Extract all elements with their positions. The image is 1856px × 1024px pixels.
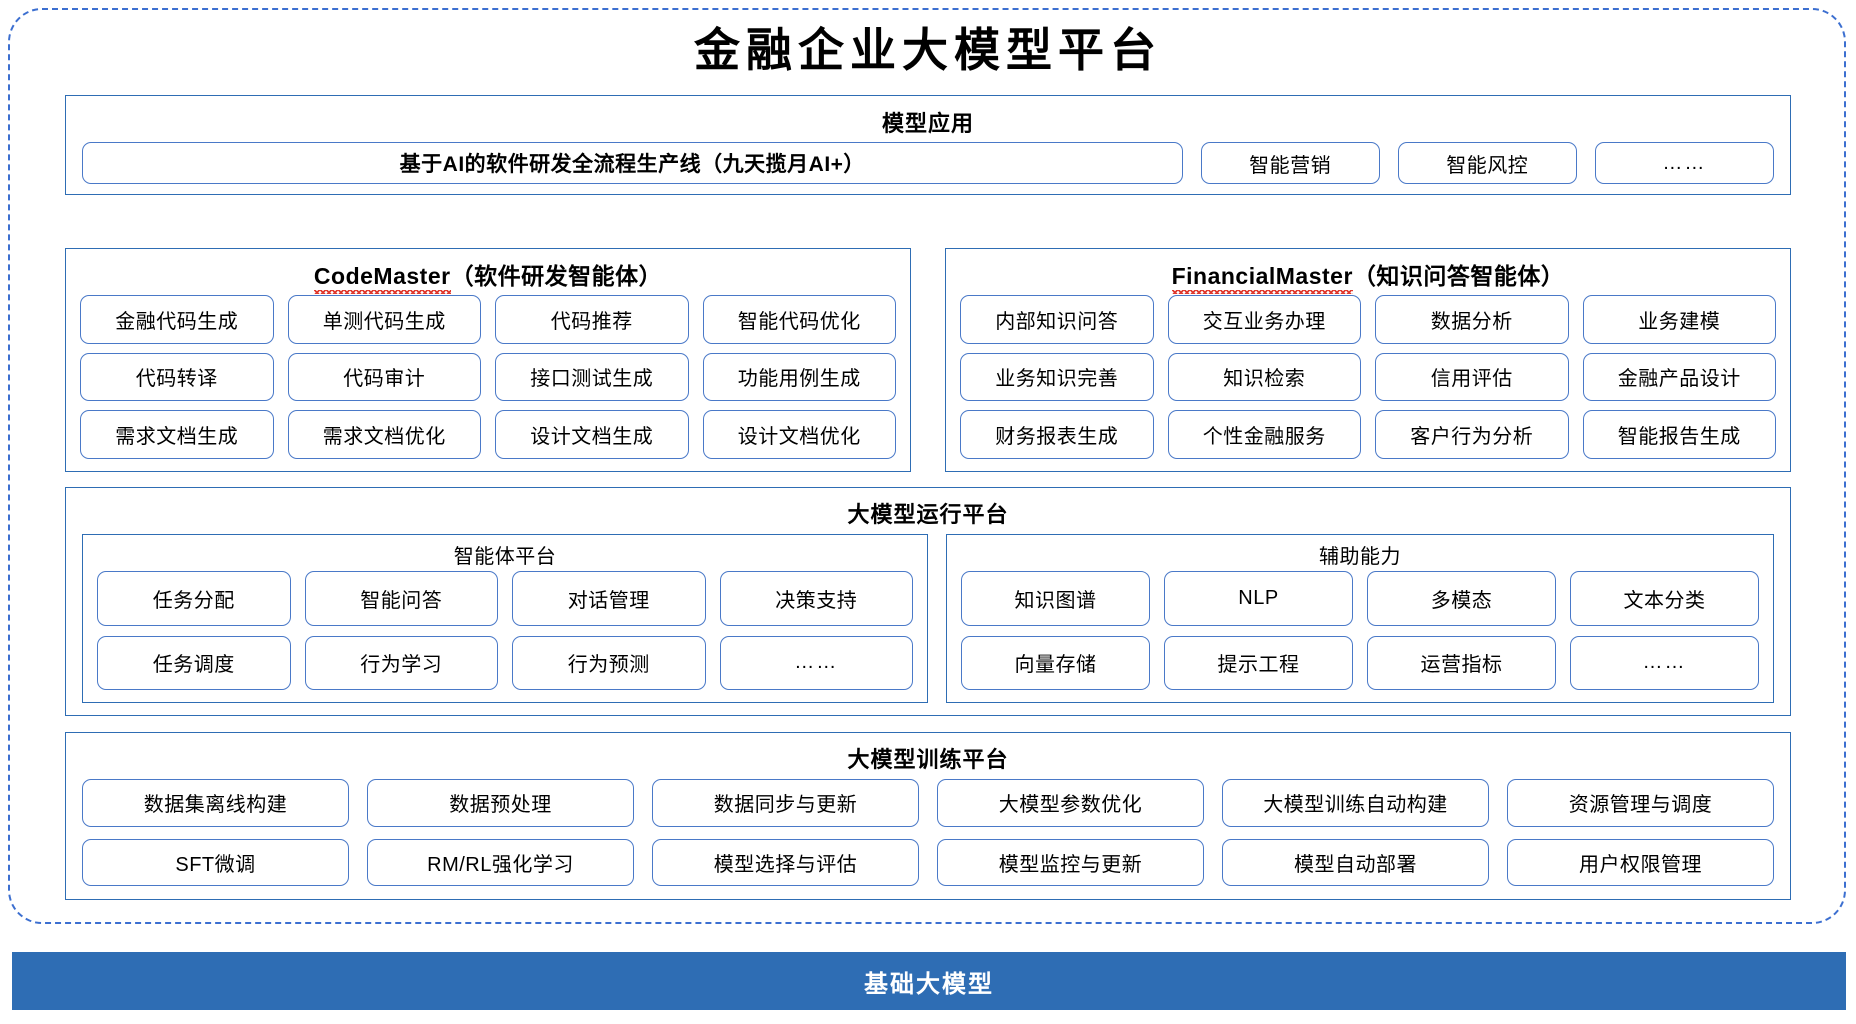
training-platform-chip-grid: 数据集离线构建 数据预处理 数据同步与更新 大模型参数优化 大模型训练自动构建 … bbox=[82, 779, 1774, 886]
model-application-chip-row: 基于AI的软件研发全流程生产线（九天揽月AI+） 智能营销 智能风控 …… bbox=[82, 142, 1774, 184]
chip-support-capability-4[interactable]: 向量存储 bbox=[961, 635, 1150, 690]
chip-smart-risk-control[interactable]: 智能风控 bbox=[1397, 142, 1577, 184]
chip-support-capability-0[interactable]: 知识图谱 bbox=[961, 571, 1150, 626]
chip-support-capability-more[interactable]: …… bbox=[1570, 635, 1759, 690]
chip-code-master-7[interactable]: 功能用例生成 bbox=[702, 352, 896, 402]
chip-code-master-8[interactable]: 需求文档生成 bbox=[80, 410, 274, 459]
chip-agent-platform-1[interactable]: 智能问答 bbox=[304, 571, 498, 626]
chip-code-master-4[interactable]: 代码转译 bbox=[80, 352, 274, 402]
chip-code-master-3[interactable]: 智能代码优化 bbox=[702, 295, 896, 344]
chip-training-platform-4[interactable]: 大模型训练自动构建 bbox=[1222, 779, 1489, 827]
chip-financial-master-5[interactable]: 知识检索 bbox=[1167, 352, 1361, 402]
chip-training-platform-0[interactable]: 数据集离线构建 bbox=[82, 779, 349, 827]
chip-ai-dev-pipeline[interactable]: 基于AI的软件研发全流程生产线（九天揽月AI+） bbox=[82, 142, 1183, 184]
chip-training-platform-5[interactable]: 资源管理与调度 bbox=[1507, 779, 1774, 827]
chip-financial-master-9[interactable]: 个性金融服务 bbox=[1167, 410, 1361, 459]
chip-agent-platform-6[interactable]: 行为预测 bbox=[512, 635, 706, 690]
chip-code-master-6[interactable]: 接口测试生成 bbox=[495, 352, 689, 402]
chip-agent-platform-0[interactable]: 任务分配 bbox=[97, 571, 291, 626]
section-model-application: 模型应用 基于AI的软件研发全流程生产线（九天揽月AI+） 智能营销 智能风控 … bbox=[65, 95, 1791, 195]
support-capability-chip-grid: 知识图谱 NLP 多模态 文本分类 向量存储 提示工程 运营指标 …… bbox=[961, 571, 1759, 690]
chip-code-master-1[interactable]: 单测代码生成 bbox=[287, 295, 481, 344]
chip-financial-master-8[interactable]: 财务报表生成 bbox=[960, 410, 1154, 459]
subsection-title-agent-platform: 智能体平台 bbox=[453, 546, 557, 568]
chip-training-platform-2[interactable]: 数据同步与更新 bbox=[652, 779, 919, 827]
chip-training-platform-11[interactable]: 用户权限管理 bbox=[1507, 838, 1774, 886]
chip-agent-platform-more[interactable]: …… bbox=[719, 635, 913, 690]
chip-agent-platform-3[interactable]: 决策支持 bbox=[719, 571, 913, 626]
subsection-agent-platform: 智能体平台 任务分配 智能问答 对话管理 决策支持 任务调度 行为学习 行为预测… bbox=[82, 534, 928, 703]
section-title-code-master: CodeMaster（软件研发智能体） bbox=[66, 257, 910, 294]
chip-training-platform-3[interactable]: 大模型参数优化 bbox=[937, 779, 1204, 827]
chip-financial-master-4[interactable]: 业务知识完善 bbox=[960, 352, 1154, 402]
chip-support-capability-1[interactable]: NLP bbox=[1164, 571, 1353, 626]
subsection-support-capability: 辅助能力 知识图谱 NLP 多模态 文本分类 向量存储 提示工程 运营指标 …… bbox=[946, 534, 1774, 703]
chip-training-platform-7[interactable]: RM/RL强化学习 bbox=[367, 838, 634, 886]
outer-dashed-frame bbox=[8, 8, 1846, 924]
chip-code-master-0[interactable]: 金融代码生成 bbox=[80, 295, 274, 344]
code-master-suffix: （软件研发智能体） bbox=[450, 263, 663, 289]
chip-training-platform-6[interactable]: SFT微调 bbox=[82, 838, 349, 886]
chip-model-application-more[interactable]: …… bbox=[1594, 142, 1774, 184]
chip-training-platform-9[interactable]: 模型监控与更新 bbox=[937, 838, 1204, 886]
chip-financial-master-1[interactable]: 交互业务办理 bbox=[1167, 295, 1361, 344]
chip-support-capability-2[interactable]: 多模态 bbox=[1367, 571, 1556, 626]
chip-code-master-2[interactable]: 代码推荐 bbox=[495, 295, 689, 344]
subsection-title-support-capability: 辅助能力 bbox=[1319, 546, 1401, 568]
financial-master-suffix: （知识问答智能体） bbox=[1352, 263, 1565, 289]
chip-smart-marketing[interactable]: 智能营销 bbox=[1200, 142, 1380, 184]
chip-training-platform-10[interactable]: 模型自动部署 bbox=[1222, 838, 1489, 886]
chip-financial-master-7[interactable]: 金融产品设计 bbox=[1582, 352, 1776, 402]
chip-agent-platform-2[interactable]: 对话管理 bbox=[512, 571, 706, 626]
footer-base-model-label: 基础大模型 bbox=[864, 970, 994, 998]
section-title-runtime-platform: 大模型运行平台 bbox=[847, 502, 1009, 527]
section-runtime-platform: 大模型运行平台 智能体平台 任务分配 智能问答 对话管理 决策支持 任务调度 行… bbox=[65, 487, 1791, 716]
page-title: 金融企业大模型平台 bbox=[694, 25, 1162, 76]
chip-financial-master-6[interactable]: 信用评估 bbox=[1375, 352, 1569, 402]
section-training-platform: 大模型训练平台 数据集离线构建 数据预处理 数据同步与更新 大模型参数优化 大模… bbox=[65, 732, 1791, 900]
chip-code-master-11[interactable]: 设计文档优化 bbox=[702, 410, 896, 459]
chip-support-capability-6[interactable]: 运营指标 bbox=[1367, 635, 1556, 690]
agent-platform-chip-grid: 任务分配 智能问答 对话管理 决策支持 任务调度 行为学习 行为预测 …… bbox=[97, 571, 913, 690]
chip-code-master-5[interactable]: 代码审计 bbox=[287, 352, 481, 402]
chip-training-platform-8[interactable]: 模型选择与评估 bbox=[652, 838, 919, 886]
chip-agent-platform-4[interactable]: 任务调度 bbox=[97, 635, 291, 690]
chip-financial-master-10[interactable]: 客户行为分析 bbox=[1375, 410, 1569, 459]
code-master-chip-grid: 金融代码生成 单测代码生成 代码推荐 智能代码优化 代码转译 代码审计 接口测试… bbox=[80, 295, 896, 459]
financial-master-name: FinancialMaster bbox=[1171, 263, 1354, 294]
chip-support-capability-3[interactable]: 文本分类 bbox=[1570, 571, 1759, 626]
section-code-master: CodeMaster（软件研发智能体） 金融代码生成 单测代码生成 代码推荐 智… bbox=[65, 248, 911, 472]
section-title-financial-master: FinancialMaster（知识问答智能体） bbox=[946, 257, 1790, 294]
section-title-model-application: 模型应用 bbox=[881, 111, 974, 136]
chip-code-master-9[interactable]: 需求文档优化 bbox=[287, 410, 481, 459]
financial-master-chip-grid: 内部知识问答 交互业务办理 数据分析 业务建模 业务知识完善 知识检索 信用评估… bbox=[960, 295, 1776, 459]
chip-financial-master-2[interactable]: 数据分析 bbox=[1375, 295, 1569, 344]
chip-financial-master-11[interactable]: 智能报告生成 bbox=[1582, 410, 1776, 459]
chip-financial-master-0[interactable]: 内部知识问答 bbox=[960, 295, 1154, 344]
section-title-training-platform: 大模型训练平台 bbox=[847, 747, 1009, 772]
code-master-name: CodeMaster bbox=[313, 263, 451, 294]
footer-base-model-bar: 基础大模型 bbox=[12, 952, 1846, 1010]
section-financial-master: FinancialMaster（知识问答智能体） 内部知识问答 交互业务办理 数… bbox=[945, 248, 1791, 472]
chip-training-platform-1[interactable]: 数据预处理 bbox=[367, 779, 634, 827]
chip-support-capability-5[interactable]: 提示工程 bbox=[1164, 635, 1353, 690]
chip-code-master-10[interactable]: 设计文档生成 bbox=[495, 410, 689, 459]
chip-financial-master-3[interactable]: 业务建模 bbox=[1582, 295, 1776, 344]
chip-agent-platform-5[interactable]: 行为学习 bbox=[304, 635, 498, 690]
